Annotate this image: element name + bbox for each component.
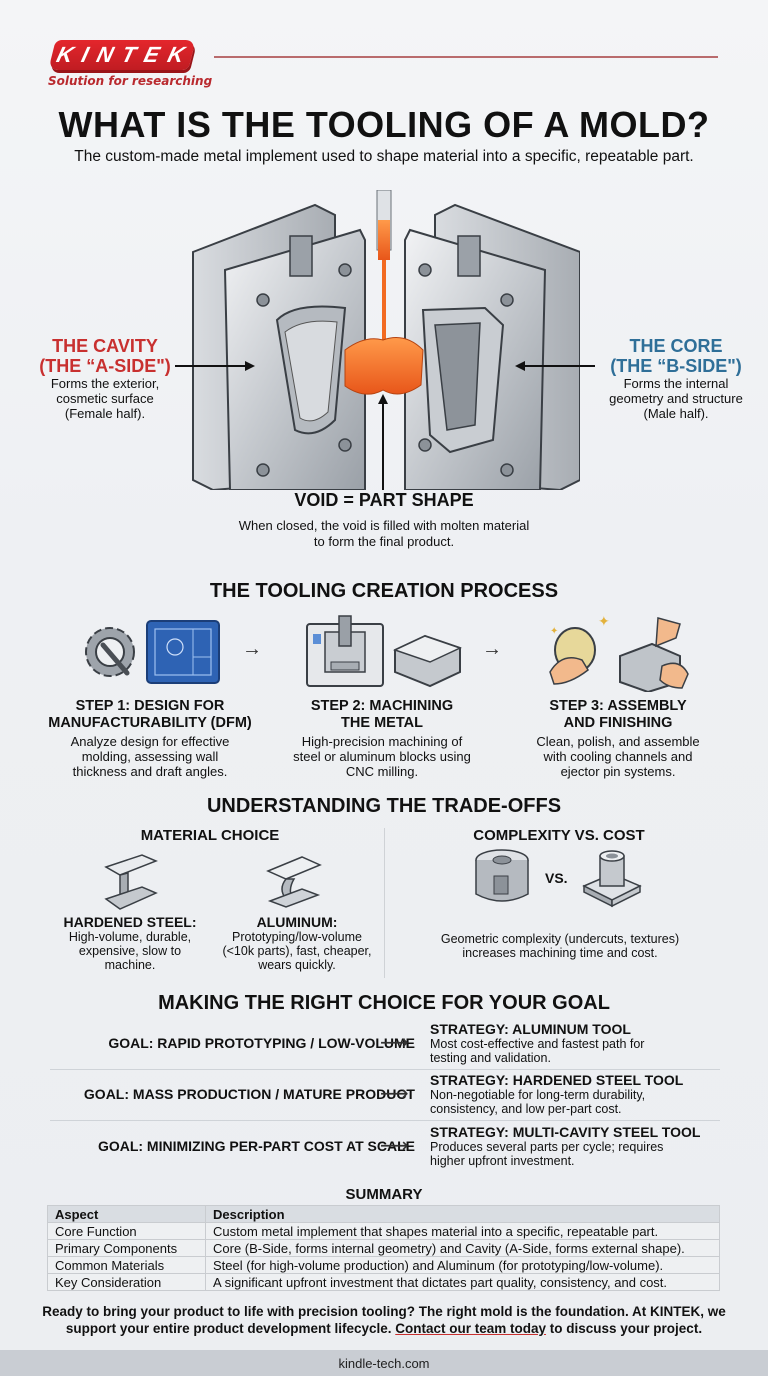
simple-part-icon <box>582 850 642 908</box>
page-subtitle: The custom-made metal implement used to … <box>74 148 694 165</box>
cnc-machine-icon <box>306 615 384 687</box>
goal-arrow-icon: ⟶ <box>380 1135 409 1157</box>
contact-team-link[interactable]: Contact our team today <box>395 1321 547 1336</box>
goal-row: GOAL: MINIMIZING PER-PART COST AT SCALE … <box>50 1123 720 1173</box>
blueprint-icon <box>146 620 220 684</box>
mold-diagram-illustration <box>192 190 580 490</box>
summary-heading: SUMMARY <box>345 1186 423 1203</box>
footer-url-link[interactable]: kindle-tech.com <box>338 1355 430 1371</box>
cavity-half-icon <box>192 203 366 490</box>
assembly-hands-icon <box>619 617 689 692</box>
table-row: Core Function Custom metal implement tha… <box>47 1222 720 1240</box>
strategy-label: STRATEGY: MULTI-CAVITY STEEL TOOL <box>430 1124 701 1140</box>
core-title: THE CORE <box>629 336 723 356</box>
step2-icons <box>306 615 463 688</box>
process-heading: THE TOOLING CREATION PROCESS <box>209 580 559 602</box>
complexity-description: Geometric complexity (undercuts, texture… <box>440 932 680 960</box>
goal-label: GOAL: MASS PRODUCTION / MATURE PRODUCT <box>83 1086 415 1102</box>
tradeoffs-divider <box>384 828 385 978</box>
logo-text: KINTEK <box>54 42 197 67</box>
material-choice-heading: MATERIAL CHOICE <box>140 827 280 844</box>
tradeoffs-heading: UNDERSTANDING THE TRADE-OFFS <box>206 795 562 817</box>
table-row: Key Consideration A significant upfront … <box>47 1273 720 1291</box>
process-arrow-1: → <box>242 638 262 660</box>
cta-paragraph: Ready to bring your product to life with… <box>42 1304 726 1336</box>
svg-text:✦: ✦ <box>598 613 610 629</box>
cavity-pointer-arrow <box>175 361 255 371</box>
goal-row: GOAL: MASS PRODUCTION / MATURE PRODUCT ⟶… <box>50 1071 720 1121</box>
aluminum-rail-icon <box>266 856 322 908</box>
metal-block-icon <box>392 634 463 688</box>
goal-arrow-icon: ⟶ <box>380 1032 409 1054</box>
goal-label: GOAL: RAPID PROTOTYPING / LOW-VOLUME <box>108 1035 415 1051</box>
core-subtitle: (THE “B-SIDE") <box>610 356 742 376</box>
void-title: VOID = PART SHAPE <box>294 490 474 510</box>
goal-row: GOAL: RAPID PROTOTYPING / LOW-VOLUME ⟶ S… <box>50 1020 720 1070</box>
goals-heading: MAKING THE RIGHT CHOICE FOR YOUR GOAL <box>158 992 610 1014</box>
column-header-description: Description <box>205 1205 720 1223</box>
molten-material-icon <box>344 190 424 395</box>
core-pointer-arrow <box>515 361 595 371</box>
strategy-label: STRATEGY: HARDENED STEEL TOOL <box>430 1072 684 1088</box>
steel-ibeam-icon <box>104 854 158 910</box>
header-divider <box>214 56 718 58</box>
goal-label: GOAL: MINIMIZING PER-PART COST AT SCALE <box>97 1138 415 1154</box>
table-header-row: Aspect Description <box>47 1205 720 1223</box>
core-label: THE CORE (THE “B-SIDE") Forms the intern… <box>588 336 764 421</box>
process-step-3: STEP 3: ASSEMBLY AND FINISHING Clean, po… <box>536 698 700 779</box>
tagline: Solution for researching <box>48 74 213 88</box>
kintek-logo[interactable]: KINTEK <box>48 40 197 70</box>
polishing-hand-icon: ✦ ✦ <box>549 613 610 685</box>
cavity-label: THE CAVITY (THE “A-SIDE") Forms the exte… <box>30 336 180 421</box>
complex-part-icon <box>475 849 529 902</box>
aluminum-option: ALUMINUM: Prototyping/low-volume (<10k p… <box>222 914 372 973</box>
table-row: Common Materials Steel (for high-volume … <box>47 1256 720 1274</box>
page-title: WHAT IS THE TOOLING OF A MOLD? <box>58 104 710 145</box>
core-half-icon <box>404 203 580 490</box>
footer-bar: kindle-tech.com <box>0 1350 768 1376</box>
goal-arrow-icon: ⟶ <box>380 1083 409 1105</box>
summary-table: Aspect Description Core Function Custom … <box>47 1205 720 1291</box>
process-step-1: STEP 1: DESIGN FOR MANUFACTURABILITY (DF… <box>48 698 252 779</box>
process-arrow-2: → <box>482 638 502 660</box>
step1-icons <box>85 620 220 684</box>
cavity-subtitle: (THE “A-SIDE") <box>39 356 171 376</box>
cavity-title: THE CAVITY <box>52 336 158 356</box>
complexity-heading: COMPLEXITY VS. COST <box>473 827 645 844</box>
steel-option: HARDENED STEEL: High-volume, durable, ex… <box>63 914 197 973</box>
gear-wrench-icon <box>85 627 135 677</box>
vs-label: VS. <box>545 870 568 886</box>
column-header-aspect: Aspect <box>47 1205 206 1223</box>
table-row: Primary Components Core (B-Side, forms i… <box>47 1239 720 1257</box>
process-step-2: STEP 2: MACHINING THE METAL High-precisi… <box>293 698 471 779</box>
svg-text:✦: ✦ <box>550 626 558 637</box>
void-description: When closed, the void is filled with mol… <box>238 518 530 549</box>
strategy-label: STRATEGY: ALUMINUM TOOL <box>430 1021 631 1037</box>
step3-icons: ✦ ✦ <box>549 613 689 692</box>
